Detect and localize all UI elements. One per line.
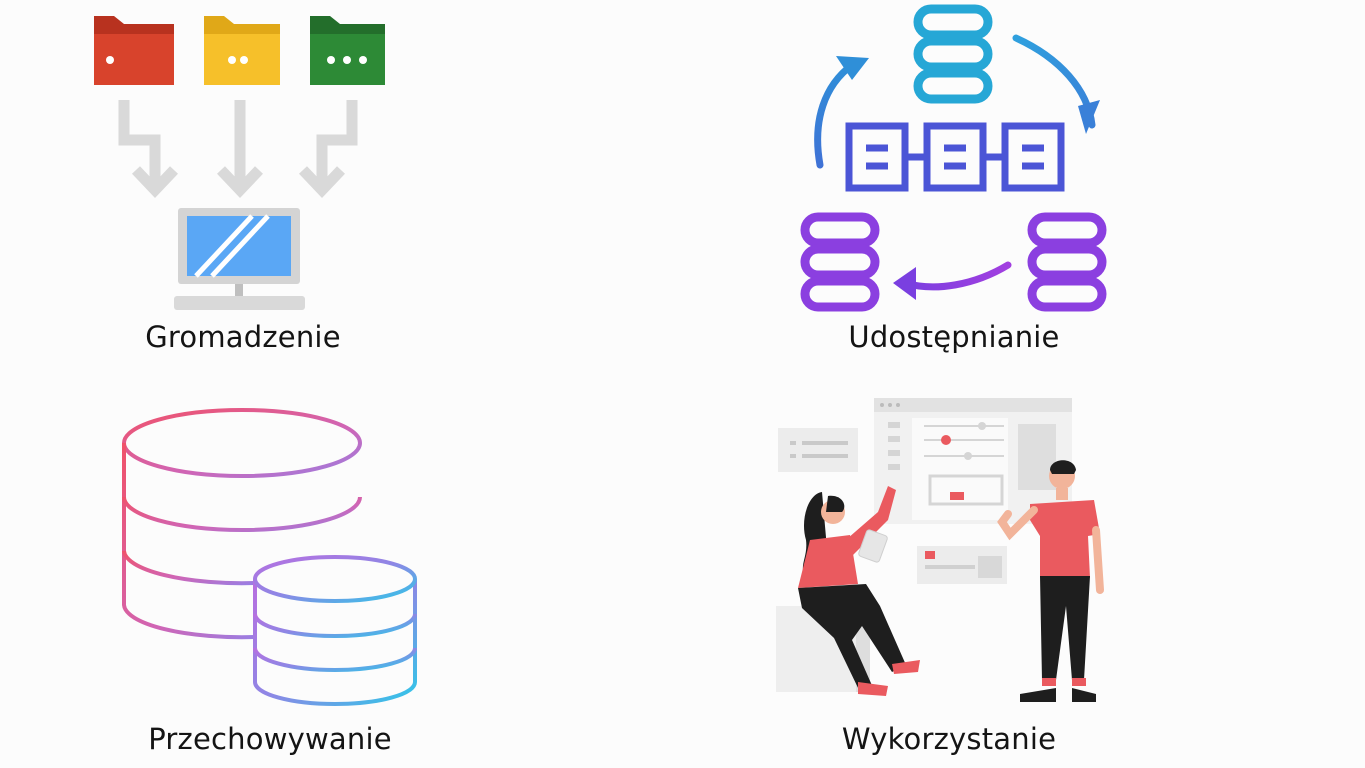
arrow-down-icon bbox=[118, 100, 358, 198]
stage-label: Udostępnianie bbox=[848, 320, 1060, 354]
folder-red-icon bbox=[94, 16, 174, 85]
stage-use: Wykorzystanie bbox=[683, 384, 1365, 768]
database-sync-icon bbox=[800, 4, 1107, 312]
database-right-icon bbox=[1027, 212, 1107, 312]
computer-icon bbox=[174, 208, 305, 310]
people-dashboard-illustration bbox=[776, 398, 1104, 702]
stage-share: Udostępnianie bbox=[683, 0, 1365, 384]
network-nodes-icon bbox=[845, 122, 1065, 192]
database-large-icon bbox=[122, 408, 362, 640]
stage-label: Gromadzenie bbox=[145, 320, 341, 354]
stage-collect: Gromadzenie bbox=[0, 0, 683, 384]
database-small-icon bbox=[253, 555, 417, 706]
database-top-icon bbox=[913, 4, 993, 104]
folders-to-computer-icon bbox=[94, 16, 385, 310]
folder-green-icon bbox=[310, 16, 385, 85]
ui-card-icon bbox=[917, 546, 1007, 584]
stage-store: Przechowywanie bbox=[0, 384, 683, 768]
stage-label: Przechowywanie bbox=[148, 722, 392, 756]
dashboard-window-icon bbox=[874, 398, 1072, 524]
man-thumbs-up-figure bbox=[997, 460, 1104, 702]
database-left-icon bbox=[800, 212, 880, 312]
stage-label: Wykorzystanie bbox=[841, 722, 1057, 756]
ui-card-icon bbox=[778, 428, 858, 472]
woman-pointing-figure bbox=[776, 486, 920, 696]
folder-yellow-icon bbox=[204, 16, 280, 85]
database-stack-icon bbox=[122, 408, 417, 706]
